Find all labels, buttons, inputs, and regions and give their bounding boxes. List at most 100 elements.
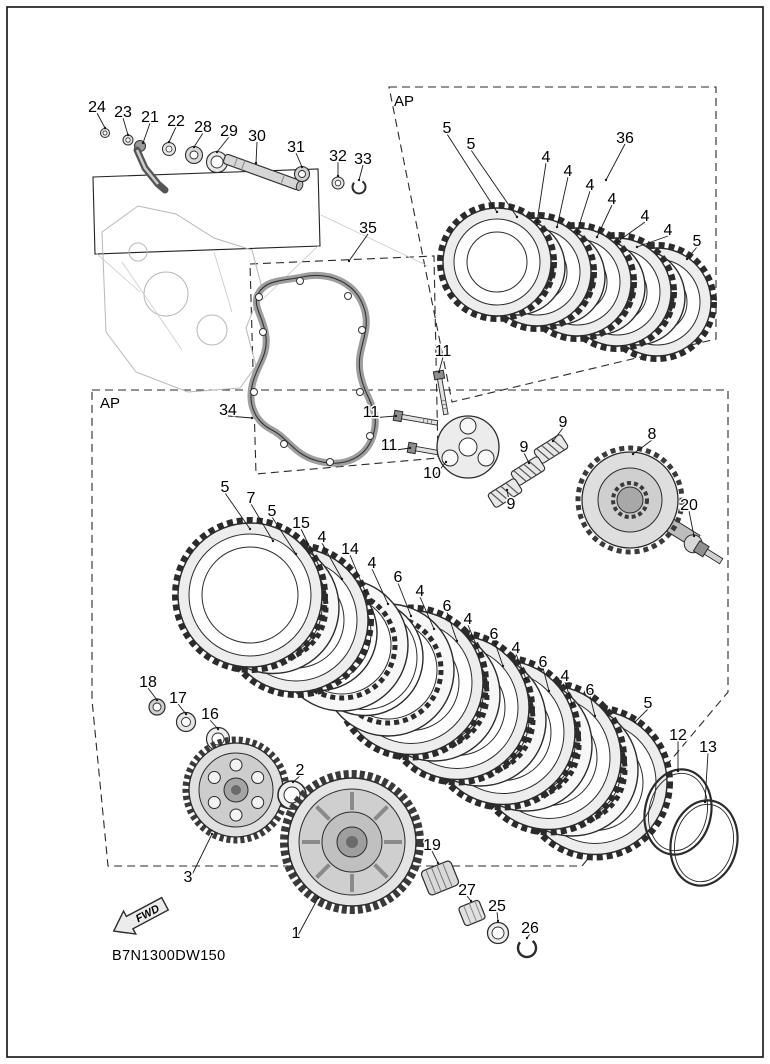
- part-callout-4[interactable]: 4: [414, 582, 426, 602]
- push-rod-30: [222, 153, 304, 191]
- washer-18: [148, 698, 166, 716]
- washer-25: [486, 921, 510, 945]
- part-callout-11[interactable]: 11: [379, 436, 399, 456]
- clutch-plate-stack-detail: [437, 202, 717, 362]
- part-callout-5[interactable]: 5: [691, 232, 703, 252]
- part-callout-6[interactable]: 6: [584, 681, 596, 701]
- clutch-spring: [486, 477, 524, 509]
- part-callout-17[interactable]: 17: [168, 689, 189, 709]
- part-callout-6[interactable]: 6: [488, 625, 500, 645]
- part-callout-18[interactable]: 18: [138, 673, 159, 693]
- part-callout-5[interactable]: 5: [642, 694, 654, 714]
- part-callout-4[interactable]: 4: [662, 221, 674, 241]
- washer-23: [122, 134, 134, 146]
- clutch-basket-assembly: [148, 698, 538, 959]
- part-callout-4[interactable]: 4: [366, 554, 378, 574]
- part-callout-4[interactable]: 4: [584, 176, 596, 196]
- part-callout-23[interactable]: 23: [113, 103, 134, 123]
- part-callout-12[interactable]: 12: [668, 726, 689, 746]
- part-callout-16[interactable]: 16: [200, 705, 221, 725]
- part-callout-28[interactable]: 28: [193, 118, 214, 138]
- detail-box-dashed: [388, 86, 717, 403]
- part-callout-4[interactable]: 4: [316, 528, 328, 548]
- part-callout-7[interactable]: 7: [245, 489, 257, 509]
- part-callout-2[interactable]: 2: [294, 761, 306, 781]
- page-border: [6, 6, 764, 1058]
- washer-22: [162, 142, 176, 156]
- part-callout-6[interactable]: 6: [441, 597, 453, 617]
- fwd-arrow: FWD: [112, 896, 170, 935]
- part-callout-6[interactable]: 6: [537, 653, 549, 673]
- pressure-plate-bolt: [432, 369, 452, 416]
- part-callout-32[interactable]: 32: [328, 147, 349, 167]
- push-lever-assembly: [100, 128, 367, 195]
- part-callout-15[interactable]: 15: [291, 514, 312, 534]
- spacer-19: [420, 860, 460, 896]
- washer-24: [100, 128, 110, 138]
- part-callout-35[interactable]: 35: [358, 219, 379, 239]
- part-callout-9[interactable]: 9: [557, 413, 569, 433]
- part-callout-21[interactable]: 21: [140, 108, 161, 128]
- crankcase-cover-gasket: [247, 272, 379, 467]
- part-callout-4[interactable]: 4: [462, 610, 474, 630]
- part-callout-5[interactable]: 5: [441, 119, 453, 139]
- part-callout-19[interactable]: 19: [422, 836, 443, 856]
- part-callout-10[interactable]: 10: [422, 464, 443, 484]
- clutch-plate-stack-main: [172, 517, 673, 861]
- part-callout-4[interactable]: 4: [562, 162, 574, 182]
- part-callout-31[interactable]: 31: [286, 138, 307, 158]
- part-callout-30[interactable]: 30: [247, 127, 268, 147]
- part-callout-34[interactable]: 34: [218, 401, 239, 421]
- part-callout-33[interactable]: 33: [353, 150, 374, 170]
- gasket-box-dashed: [249, 255, 439, 475]
- clutch-housing: [280, 770, 424, 914]
- drawing-code: B7N1300DW150: [112, 948, 226, 964]
- part-callout-4[interactable]: 4: [540, 148, 552, 168]
- part-callout-1[interactable]: 1: [290, 924, 302, 944]
- fwd-label: FWD: [134, 903, 162, 925]
- part-callout-36[interactable]: 36: [615, 129, 636, 149]
- part-callout-4[interactable]: 4: [510, 639, 522, 659]
- washer-17: [175, 711, 197, 733]
- part-callout-5[interactable]: 5: [219, 478, 231, 498]
- part-callout-3[interactable]: 3: [182, 868, 194, 888]
- collar-27: [458, 899, 486, 927]
- part-callout-4[interactable]: 4: [639, 207, 651, 227]
- part-callout-8[interactable]: 8: [646, 425, 658, 445]
- washer-32: [331, 176, 345, 190]
- part-callout-11[interactable]: 11: [361, 403, 381, 423]
- plate-stacks: [172, 202, 717, 861]
- circlip-26: [516, 937, 538, 959]
- part-callout-13[interactable]: 13: [698, 738, 719, 758]
- pressure-plate: [436, 415, 500, 479]
- part-callout-27[interactable]: 27: [457, 881, 478, 901]
- clutch-boss-gear: [182, 736, 290, 844]
- pressure-plate-assembly: [392, 369, 724, 565]
- part-callout-26[interactable]: 26: [520, 919, 541, 939]
- ap-label-main: AP: [100, 395, 120, 412]
- part-callout-11[interactable]: 11: [433, 342, 453, 362]
- part-callout-4[interactable]: 4: [606, 190, 618, 210]
- lever-box-solid: [92, 168, 321, 255]
- part-callout-9[interactable]: 9: [518, 438, 530, 458]
- boss-bolt: [683, 534, 724, 565]
- part-callout-22[interactable]: 22: [166, 112, 187, 132]
- part-callout-6[interactable]: 6: [392, 568, 404, 588]
- part-callout-25[interactable]: 25: [487, 897, 508, 917]
- circlip-33: [351, 179, 367, 195]
- part-callout-5[interactable]: 5: [465, 135, 477, 155]
- ap-label-detail: AP: [394, 93, 414, 110]
- crankcase-reference: [95, 205, 429, 393]
- part-callout-24[interactable]: 24: [87, 98, 108, 118]
- part-callout-9[interactable]: 9: [505, 495, 517, 515]
- push-lever-21: [133, 140, 169, 194]
- part-callout-5[interactable]: 5: [266, 502, 278, 522]
- part-callout-29[interactable]: 29: [219, 122, 240, 142]
- part-callout-14[interactable]: 14: [340, 540, 361, 560]
- o-ring-13: [669, 799, 739, 887]
- friction-plate: [437, 202, 557, 322]
- seal-28: [184, 145, 204, 165]
- part-callout-4[interactable]: 4: [559, 667, 571, 687]
- part-callout-20[interactable]: 20: [679, 496, 700, 516]
